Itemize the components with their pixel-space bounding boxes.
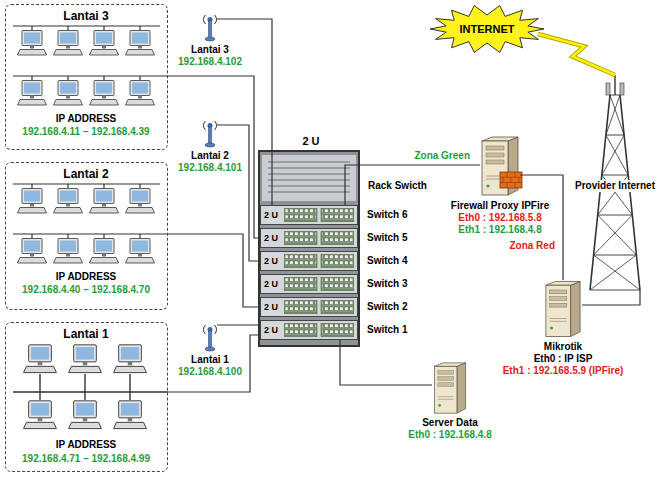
ap-ip: 192.168.4.101 <box>178 162 242 174</box>
floor-1-computers <box>13 374 168 400</box>
access-point: Lantai 2192.168.4.101 <box>203 118 217 148</box>
cable-line <box>345 165 480 205</box>
switch-label: Switch 5 <box>367 232 408 244</box>
switch-box: 2 USwitch 4 <box>260 251 358 271</box>
floor-box: Lantai 3 IP ADDRESS192.168.4.11 – 192.168… <box>5 4 168 150</box>
ap-ip: 192.168.4.100 <box>178 366 242 378</box>
interface-ip: Eth0 : IP ISP <box>534 353 593 365</box>
floor-1-pcs <box>24 345 147 429</box>
network-cable <box>582 290 640 305</box>
cable-line <box>217 125 260 261</box>
interface-ip: Eth0 : 192.168.4.8 <box>408 429 491 441</box>
ap-floor: Lantai 1 <box>191 354 229 366</box>
cable-line <box>168 76 260 238</box>
ip-heading: IP ADDRESS <box>56 439 117 451</box>
floor-3-pcs <box>18 31 155 106</box>
network-cable <box>217 325 260 326</box>
switch-box: 2 USwitch 1 <box>260 320 358 340</box>
switch-label: Switch 4 <box>367 255 408 267</box>
floor-2-computers <box>13 184 168 238</box>
rack-unit: 2 U <box>264 209 278 221</box>
switch-label: Switch 2 <box>367 301 408 313</box>
switch-box: 2 USwitch 3 <box>260 274 358 294</box>
ip-heading: IP ADDRESS <box>56 113 117 125</box>
interface-ip: Eth1 : 192.168.5.9 (IPFire) <box>503 365 624 377</box>
floor-2-pcs <box>18 189 155 264</box>
zone-label: Zona Green <box>412 150 472 162</box>
lightning-link <box>538 34 615 75</box>
lightning-bolt <box>538 34 615 75</box>
ip-range: 192.168.4.71 – 192.168.4.99 <box>22 453 150 465</box>
internet-label: INTERNET <box>460 23 515 36</box>
rack-unit: 2 U <box>264 255 278 267</box>
access-point: Lantai 1192.168.4.100 <box>203 322 217 352</box>
server-name: Mikrotik <box>544 341 582 353</box>
cable-line <box>217 324 260 325</box>
ip-range: 192.168.4.40 – 192.168.4.70 <box>22 284 150 296</box>
switch-box: 2 USwitch 5 <box>260 228 358 248</box>
provider-tower: Provider Internet <box>588 75 642 290</box>
zone-label: Zona Red <box>507 240 557 252</box>
server-name: Server Data <box>422 417 478 429</box>
rack-unit: 2 U <box>264 301 278 313</box>
rack-unit: 2 U <box>264 324 278 336</box>
ap-ip: 192.168.4.102 <box>178 56 242 68</box>
rack-unit: 2 U <box>302 135 319 148</box>
router-server: MikrotikEth0 : IP ISPEth1 : 192.168.5.9 … <box>544 280 582 338</box>
rack-box: 2 URack Swicth2 USwitch 62 USwitch 52 US… <box>258 150 360 347</box>
floor-title: Lantai 3 <box>63 10 108 23</box>
rack-unit: 2 U <box>264 278 278 290</box>
internet-burst <box>430 6 544 53</box>
network-cable <box>168 234 260 307</box>
firewall-wall <box>500 172 522 188</box>
network-cable <box>345 165 480 205</box>
internet-cloud: INTERNET <box>430 4 544 54</box>
lightning-outline <box>538 34 615 75</box>
rack-unit: 2 U <box>264 232 278 244</box>
switch-box: 2 USwitch 2 <box>260 297 358 317</box>
ip-heading: IP ADDRESS <box>56 271 117 283</box>
ap-floor: Lantai 2 <box>191 150 229 162</box>
floor-box: Lantai 2 IP ADDRESS192.168.4.40 – 192.168… <box>5 162 168 310</box>
data-server: Server DataEth0 : 192.168.4.8 <box>432 362 468 414</box>
access-point: Lantai 3192.168.4.102 <box>203 12 217 42</box>
firewall-server: Firewall Proxy IPFireEth0 : 192.168.5.8E… <box>480 135 520 197</box>
floor-title: Lantai 2 <box>63 168 108 181</box>
cable-line <box>582 290 640 305</box>
floor-3-computers <box>13 26 168 80</box>
tower-label: Provider Internet <box>573 180 657 192</box>
floor-box: Lantai 1 IP ADDRESS 192.168.4.71 – 192.168… <box>5 322 168 472</box>
interface-ip: Eth0 : 192.168.5.8 <box>458 212 541 224</box>
ap-floor: Lantai 3 <box>191 44 229 56</box>
ip-range: 192.168.4.11 – 192.168.4.39 <box>22 126 149 138</box>
server-name: Firewall Proxy IPFire <box>451 200 549 212</box>
network-cable <box>168 335 260 392</box>
switch-label: Switch 6 <box>367 209 408 221</box>
floor-title: Lantai 1 <box>63 328 108 341</box>
switch-label: Switch 3 <box>367 278 408 290</box>
switch-box: 2 USwitch 6 <box>260 205 358 225</box>
cable-line <box>168 335 260 392</box>
switch-label: Switch 1 <box>367 324 408 336</box>
rack-label: Rack Swicth <box>368 180 427 192</box>
network-cable <box>217 125 260 261</box>
interface-ip: Eth1 : 192.168.4.8 <box>458 224 541 236</box>
cable-line <box>168 234 260 307</box>
network-cable <box>168 76 260 238</box>
